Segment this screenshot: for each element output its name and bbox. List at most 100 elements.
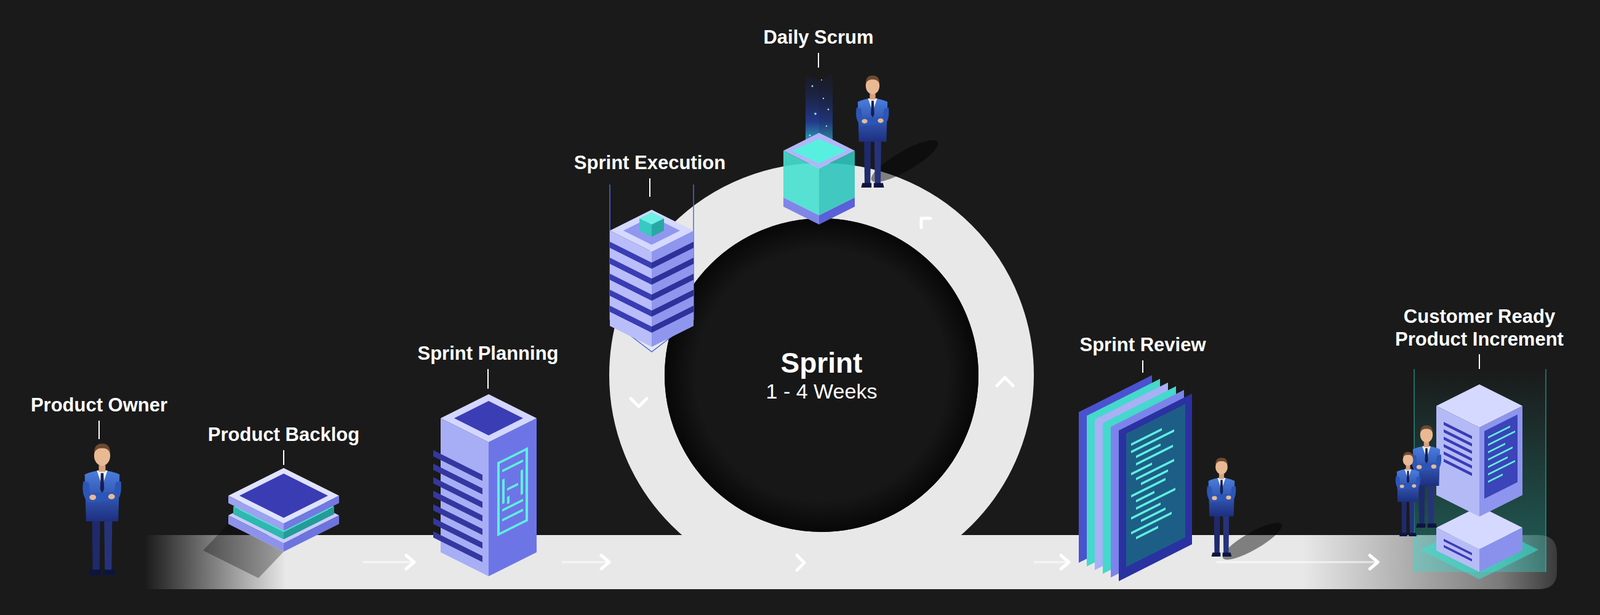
- review-device-part-part: [1131, 502, 1161, 520]
- flow-connector: [1216, 561, 1378, 564]
- stage-label: Sprint Review: [1080, 333, 1207, 357]
- ring-chevrons-part: [996, 377, 1013, 386]
- daily-scrum-cube-part: [856, 75, 889, 188]
- stage-label: Sprint Execution: [574, 151, 726, 175]
- sprint-duration: 1 - 4 Weeks: [766, 379, 878, 404]
- planning-tower-part-part: [507, 483, 519, 492]
- planning-tower-part: [433, 450, 483, 563]
- planning-tower-part-part: [497, 518, 528, 537]
- stage-node: Sprint Planning: [414, 342, 562, 582]
- backlog-stack-part: [228, 468, 340, 524]
- leader-lines-part: [487, 369, 489, 389]
- increment-server-part-part: [1488, 425, 1511, 439]
- increment-server: [1395, 369, 1546, 580]
- sprint-title: Sprint: [780, 347, 863, 380]
- product-owner-figure-part: [82, 443, 122, 576]
- planning-tower-part: [488, 418, 537, 577]
- daily-scrum-cube-part-part: [822, 97, 824, 100]
- flow-connector: [363, 561, 415, 564]
- stage-node: Daily Scrum: [760, 25, 877, 227]
- stage-label: Daily Scrum: [763, 25, 874, 49]
- stage-node: Product Backlog: [204, 423, 364, 591]
- flow-connector: [1033, 561, 1069, 564]
- daily-scrum-cube-part: [783, 132, 855, 169]
- increment-server-part-part: [1488, 460, 1516, 476]
- increment-server-part-part: [1484, 414, 1518, 500]
- stage-node: Customer Ready Product Increment: [1377, 305, 1581, 576]
- stage-label: Product Backlog: [208, 423, 360, 447]
- execution-tower-part: [639, 212, 664, 225]
- daily-scrum-cube-part-part: [820, 79, 823, 81]
- review-device-part: [1131, 421, 1176, 543]
- daily-scrum-cube-part-part: [809, 134, 812, 137]
- increment-server-part: [1443, 539, 1472, 562]
- planning-tower-part-part: [520, 469, 524, 496]
- backlog-stack-part: [239, 473, 328, 519]
- increment-server-part-part: [1443, 545, 1472, 562]
- stage-label: Customer Ready Product Increment: [1380, 305, 1578, 351]
- increment-server-part: [1484, 414, 1518, 500]
- planning-tower-part: [440, 394, 537, 443]
- planning-tower-part: [454, 401, 524, 436]
- daily-scrum-cube-part-part: [825, 125, 828, 127]
- road: [144, 190, 1557, 590]
- review-device-part-part: [1136, 443, 1161, 459]
- product-owner-figure: [82, 443, 122, 576]
- review-device-part-part: [1136, 526, 1159, 540]
- increment-server-part: [1545, 369, 1547, 573]
- planning-tower-part-part: [502, 459, 524, 473]
- planning-tower-part-part: [497, 447, 528, 466]
- leader-lines-part: [283, 450, 285, 466]
- ring-chevrons-part: [796, 555, 805, 571]
- execution-tower-part: [609, 209, 694, 252]
- stage-label: Sprint Planning: [417, 342, 559, 365]
- daily-scrum-cube: [783, 73, 943, 225]
- leader-lines: [99, 52, 1480, 466]
- sprint-text-stack: Sprint1 - 4 Weeks: [609, 163, 1034, 588]
- execution-tower-part: [609, 241, 652, 333]
- review-device: [1078, 375, 1287, 582]
- stage-node: Sprint1 - 4 Weeks: [609, 163, 1034, 588]
- ring-chevrons-part: [630, 398, 647, 407]
- increment-server-part-part: [1488, 473, 1503, 484]
- review-device-part-part: [1140, 469, 1168, 486]
- execution-tower-part-part: [651, 305, 694, 333]
- increment-server-part: [1395, 452, 1421, 537]
- sprint-ring-part: [664, 218, 979, 533]
- increment-server-part: [1436, 528, 1480, 573]
- execution-tower-part: [651, 241, 694, 333]
- road-part: [144, 535, 1557, 590]
- sprint-ring-part: [636, 190, 1007, 560]
- daily-scrum-cube-part: [809, 79, 830, 137]
- planning-tower-part-part: [507, 496, 510, 505]
- planning-tower-part-part: [502, 499, 524, 512]
- stage-node: Product Owner: [27, 393, 172, 582]
- stage-label: Product Owner: [30, 393, 168, 417]
- execution-tower-part: [609, 184, 694, 352]
- increment-server-part-part: [1488, 430, 1516, 447]
- backlog-stack: [203, 468, 340, 579]
- increment-server-part-part: [1488, 446, 1513, 461]
- review-device-part-part: [1140, 507, 1166, 523]
- flow-connector: [561, 561, 610, 564]
- daily-scrum-cube-part: [792, 139, 847, 164]
- leader-lines-part: [1142, 360, 1144, 373]
- daily-scrum-cube-part-part: [814, 112, 817, 116]
- sprint-ring: [636, 190, 1007, 560]
- review-device-part: [1118, 393, 1192, 582]
- execution-tower-part-part: [609, 305, 652, 333]
- leader-lines-part: [817, 52, 820, 68]
- planning-tower-part-part: [502, 508, 524, 522]
- stage-node: Sprint Execution: [571, 151, 730, 352]
- daily-scrum-cube-part-part: [827, 108, 830, 111]
- planning-tower-part-part: [497, 461, 500, 537]
- execution-tower: [609, 184, 694, 352]
- increment-server-part: [1479, 528, 1523, 573]
- leader-lines-part: [649, 178, 651, 197]
- planning-tower-part-part: [502, 478, 505, 505]
- increment-server-part-part: [1443, 459, 1472, 477]
- stage-node: Sprint Review: [1068, 333, 1217, 585]
- review-device-part: [1126, 404, 1186, 568]
